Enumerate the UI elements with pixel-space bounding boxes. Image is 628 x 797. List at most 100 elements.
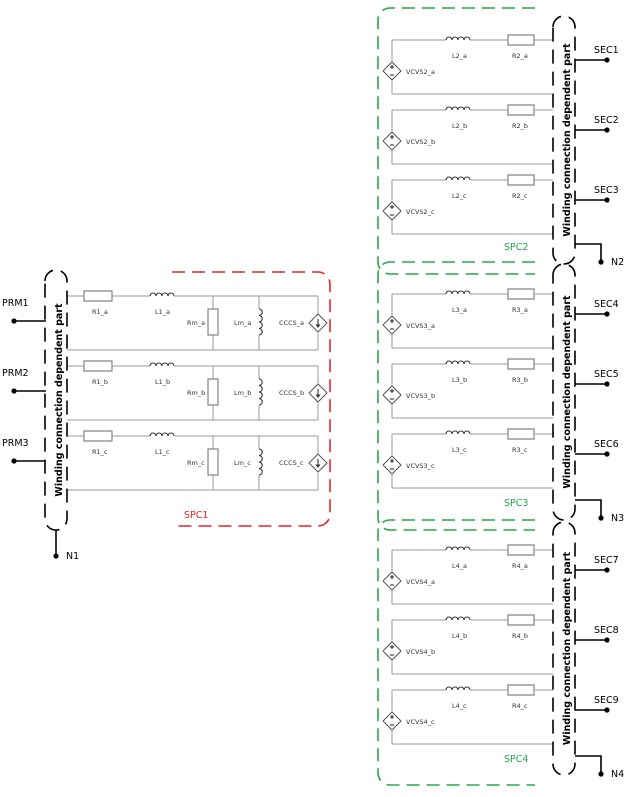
magnetizing-inductor-label: Lm_b [234, 389, 251, 397]
arrow-head [315, 464, 321, 468]
inductor-symbol [445, 546, 471, 551]
inductor-label: L1_a [155, 308, 170, 316]
secondary-terminal-label: SEC1 [594, 45, 619, 56]
inductor-label: L4_b [452, 632, 467, 640]
resistor-label: R4_b [512, 632, 528, 640]
current-source-label: CCCS_a [279, 319, 304, 327]
neutral-label: N2 [611, 257, 624, 268]
voltage-source-symbol [382, 131, 402, 151]
current-source-symbol [308, 453, 328, 473]
spc-label: SPC3 [504, 498, 528, 509]
primary-terminal-label: PRM3 [2, 438, 29, 449]
magnetizing-inductor-label: Lm_c [234, 459, 251, 467]
source-diamond [382, 385, 402, 405]
magnetizing-resistor-label: Rm_c [187, 459, 205, 467]
resistor-symbol [507, 104, 535, 116]
resistor-symbol [507, 428, 535, 440]
inductor-label: L3_a [452, 306, 467, 314]
secondary-terminal-label: SEC6 [594, 439, 619, 450]
voltage-source-label: VCVS2_b [406, 138, 435, 146]
terminal-dot [604, 451, 610, 457]
inductor-label: L4_c [452, 702, 467, 710]
voltage-source-symbol [382, 201, 402, 221]
inductor-symbol [258, 308, 263, 336]
neutral-dot [53, 553, 59, 559]
resistor-label: R4_c [512, 702, 528, 710]
neutral-label: N3 [611, 513, 624, 524]
terminal-dot [604, 197, 610, 203]
resistor-label: R2_c [512, 192, 528, 200]
inductor-symbol [445, 106, 471, 111]
resistor-symbol [507, 288, 535, 300]
inductor-symbol [258, 448, 263, 476]
resistor-label: R1_a [92, 308, 108, 316]
resistor-symbol [207, 378, 219, 406]
neutral-dot [598, 771, 604, 777]
inductor-symbol [445, 36, 471, 41]
source-diamond [382, 61, 402, 81]
source-diamond [382, 711, 402, 731]
arrow-head [315, 394, 321, 398]
neutral-label: N4 [611, 769, 624, 780]
current-source-label: CCCS_c [279, 459, 304, 467]
resistor-label: R1_c [92, 448, 108, 456]
neutral-label: N1 [66, 551, 79, 562]
winding-connection-label: Winding connection dependent part [562, 295, 573, 489]
inductor-label: L4_a [452, 562, 467, 570]
resistor-symbol [507, 684, 535, 696]
terminal-dot [11, 388, 17, 394]
inductor-symbol [445, 290, 471, 295]
resistor-symbol [507, 544, 535, 556]
voltage-source-symbol [382, 455, 402, 475]
voltage-source-label: VCVS2_c [406, 208, 435, 216]
secondary-terminal-label: SEC7 [594, 555, 619, 566]
voltage-source-symbol [382, 385, 402, 405]
inductor-symbol [149, 432, 175, 437]
inductor-symbol [445, 360, 471, 365]
secondary-terminal-label: SEC2 [594, 115, 619, 126]
source-diamond [382, 571, 402, 591]
neutral-lead [575, 243, 602, 262]
inductor-symbol [149, 362, 175, 367]
spc-group-box [377, 7, 535, 275]
spc1-label: SPC1 [184, 510, 208, 521]
winding-connection-label: Winding connection dependent part [54, 303, 65, 497]
neutral-lead [575, 755, 602, 774]
voltage-source-label: VCVS3_c [406, 462, 435, 470]
spc-group-box [377, 519, 535, 786]
source-diamond [382, 641, 402, 661]
terminal-dot [604, 381, 610, 387]
spc-label: SPC4 [504, 754, 528, 765]
inductor-symbol [445, 430, 471, 435]
voltage-source-symbol [382, 641, 402, 661]
arrow-head [315, 324, 321, 328]
current-source-symbol [308, 383, 328, 403]
resistor-label: R1_b [92, 378, 108, 386]
current-source-label: CCCS_b [279, 389, 304, 397]
inductor-label: L1_b [155, 378, 170, 386]
voltage-source-label: VCVS2_a [406, 68, 435, 76]
secondary-terminal-label: SEC4 [594, 299, 619, 310]
resistor-symbol [207, 308, 219, 336]
terminal-dot [604, 637, 610, 643]
terminal-dot [604, 57, 610, 63]
winding-connection-label: Winding connection dependent part [562, 43, 573, 237]
primary-terminal-label: PRM1 [2, 298, 29, 309]
inductor-symbol [445, 176, 471, 181]
terminal-dot [604, 567, 610, 573]
spc1-box-outline [172, 271, 331, 527]
magnetizing-resistor-label: Rm_a [187, 319, 205, 327]
resistor-symbol [507, 358, 535, 370]
inductor-label: L2_a [452, 52, 467, 60]
neutral-dot [598, 259, 604, 265]
voltage-source-label: VCVS4_c [406, 718, 435, 726]
